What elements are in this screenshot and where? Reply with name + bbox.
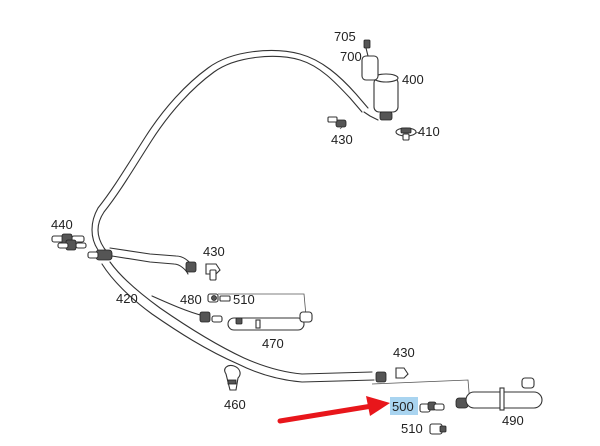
check-valve-500 xyxy=(419,401,445,413)
clip-460 xyxy=(224,364,241,391)
hose-top-inner xyxy=(91,49,369,259)
hose-mid-lower xyxy=(111,255,189,275)
callout-400: 400 xyxy=(402,72,424,87)
y-junction xyxy=(87,249,113,261)
pump-seal-705 xyxy=(365,47,369,57)
pump-cap-705 xyxy=(363,39,371,49)
headlamp-nozzle-470 xyxy=(199,311,313,331)
grommet-410 xyxy=(395,127,417,141)
fitting-430-top xyxy=(327,116,347,128)
callout-430-low: 430 xyxy=(393,345,415,360)
callout-500: 500 xyxy=(392,399,414,414)
highlight-box-500 xyxy=(390,397,418,415)
headlamp-nozzle-490 xyxy=(455,377,543,411)
leader-470-bracket xyxy=(218,293,307,317)
callout-410: 410 xyxy=(418,124,440,139)
callout-490: 490 xyxy=(502,413,524,428)
pump-outlet xyxy=(379,111,393,121)
washer-pump-400 xyxy=(361,39,399,121)
callout-510-mid: 510 xyxy=(233,292,255,307)
leader-lines xyxy=(218,122,471,411)
hose-lower-inner xyxy=(101,263,375,383)
hose-lines xyxy=(91,49,375,383)
callout-705: 705 xyxy=(334,29,356,44)
red-arrow-icon xyxy=(277,396,390,424)
callout-700: 700 xyxy=(340,49,362,64)
pump-body xyxy=(373,77,399,113)
callout-470: 470 xyxy=(262,336,284,351)
callout-430-top: 430 xyxy=(331,132,353,147)
callout-420: 420 xyxy=(116,291,138,306)
fitting-430-low xyxy=(375,367,409,383)
leader-490-bracket xyxy=(371,379,471,405)
callout-430-mid: 430 xyxy=(203,244,225,259)
check-valve-480 xyxy=(207,293,219,303)
callout-510-low: 510 xyxy=(401,421,423,436)
fitting-430-mid xyxy=(185,261,221,281)
connector-440 xyxy=(51,233,87,251)
callout-480: 480 xyxy=(180,292,202,307)
callout-440: 440 xyxy=(51,217,73,232)
pump-motor xyxy=(361,55,379,81)
bolt-510-low xyxy=(429,423,447,435)
bolt-510-mid xyxy=(219,295,231,302)
callout-labels: 705 700 400 410 430 440 430 420 480 510 … xyxy=(51,29,524,436)
hose-lower-outer xyxy=(109,261,373,375)
hose-top-outer xyxy=(97,55,363,257)
callout-460: 460 xyxy=(224,397,246,412)
pump-hose-stub xyxy=(363,111,379,121)
